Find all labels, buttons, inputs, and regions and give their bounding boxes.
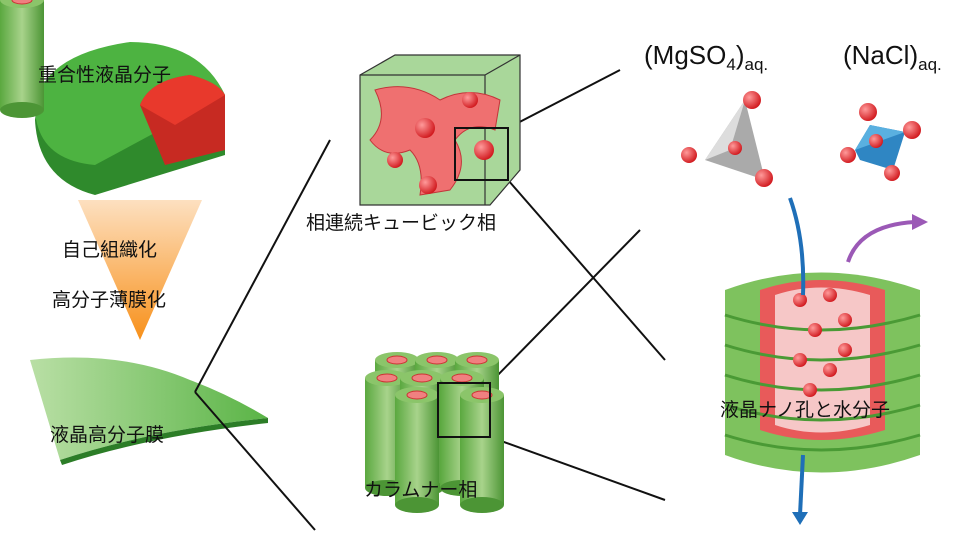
process-arrow-icon — [78, 200, 202, 340]
nacl-label: (NaCl)aq. — [843, 40, 942, 75]
film-formation-label: 高分子薄膜化 — [52, 289, 167, 311]
polymer-film-icon — [30, 357, 268, 465]
nanopore-label: 液晶ナノ孔と水分子 — [720, 399, 891, 421]
columnar-phase-label: カラムナー相 — [364, 479, 478, 501]
self-assembly-label: 自己組織化 — [62, 239, 158, 261]
connector-lines — [194, 69, 666, 531]
nacl-ion-icon — [840, 103, 921, 181]
water-out-arrow-icon — [798, 454, 805, 516]
nanopore-icon — [724, 272, 921, 473]
film-label: 液晶高分子膜 — [50, 424, 165, 446]
ion-rejected-arrow-icon — [846, 220, 916, 263]
monomer-molecule-icon — [35, 42, 225, 195]
cubic-phase-label: 相連続キュービック相 — [306, 212, 497, 234]
mgso4-label: (MgSO4)aq. — [644, 40, 769, 75]
mgso4-ion-icon — [681, 91, 773, 187]
cubic-phase-icon — [359, 54, 521, 206]
columnar-phase-icon — [0, 0, 505, 514]
monomer-label: 重合性液晶分子 — [38, 64, 172, 86]
water-flow-arrow-icon — [788, 197, 806, 296]
